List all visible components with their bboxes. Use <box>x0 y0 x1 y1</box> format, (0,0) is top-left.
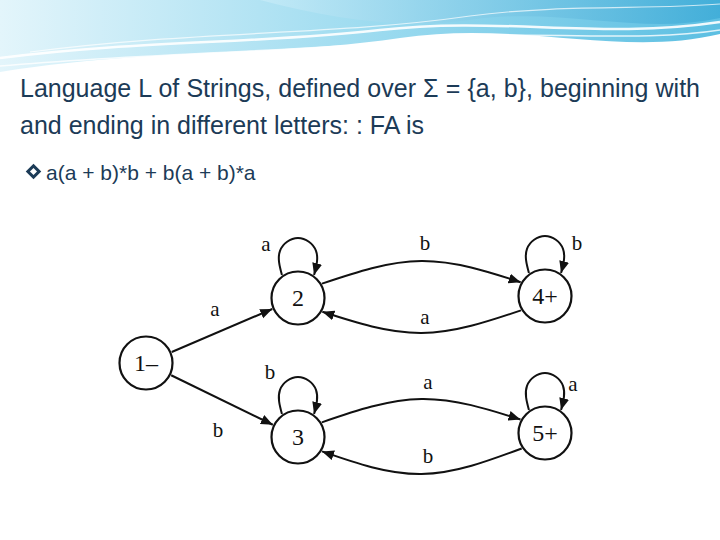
transition-label: a <box>566 374 579 394</box>
state-name: 3 <box>292 424 304 450</box>
transition-label: a <box>421 372 434 392</box>
state-circle: 2 <box>270 270 326 326</box>
transition-label: b <box>418 233 433 253</box>
state-name: 4+ <box>532 283 558 309</box>
header-swoosh <box>30 4 720 52</box>
state-circle: 1– <box>118 335 174 391</box>
state-outline <box>272 272 325 325</box>
transition-arrow <box>171 375 273 424</box>
state-text-group: 1– <box>134 350 158 376</box>
state-outline <box>519 407 572 460</box>
transition-arrow <box>322 399 521 422</box>
transition-label: b <box>421 446 436 466</box>
transition-label: a <box>259 234 272 254</box>
state-name: 5+ <box>532 420 558 446</box>
state-name: 1– <box>134 350 158 376</box>
state-outline <box>272 411 325 464</box>
state-circle: 5+ <box>517 405 573 461</box>
regular-expression: a(a + b)*b + b(a + b)*a <box>46 160 256 186</box>
header-wave <box>0 0 720 72</box>
transition-arrow <box>322 261 521 284</box>
transition-label: b <box>570 233 585 253</box>
bullet-symbol <box>26 164 42 180</box>
transition-label: b <box>263 362 278 382</box>
transition-arrow <box>279 377 317 414</box>
state-text-group: 2 <box>292 285 304 311</box>
transition-label: a <box>418 307 431 327</box>
slide-title: Language L of Strings, defined over Σ = … <box>20 70 700 144</box>
transition-arrow <box>279 238 317 275</box>
transition-arrow <box>172 309 273 352</box>
state-text-group: 5+ <box>532 420 558 446</box>
state-name: 2 <box>292 285 304 311</box>
state-circle: 3 <box>270 409 326 465</box>
state-circle: 4+ <box>517 268 573 324</box>
transition-label: a <box>208 299 221 319</box>
transition-label: b <box>211 420 226 440</box>
state-text-group: 4+ <box>532 283 558 309</box>
header-swoosh <box>0 30 720 66</box>
header-wave <box>260 0 720 24</box>
transition-arrow <box>526 373 564 410</box>
state-outline <box>120 337 173 390</box>
bullet-symbol <box>30 168 37 175</box>
transition-arrow <box>526 236 564 273</box>
state-text-group: 3 <box>292 424 304 450</box>
state-outline <box>519 270 572 323</box>
